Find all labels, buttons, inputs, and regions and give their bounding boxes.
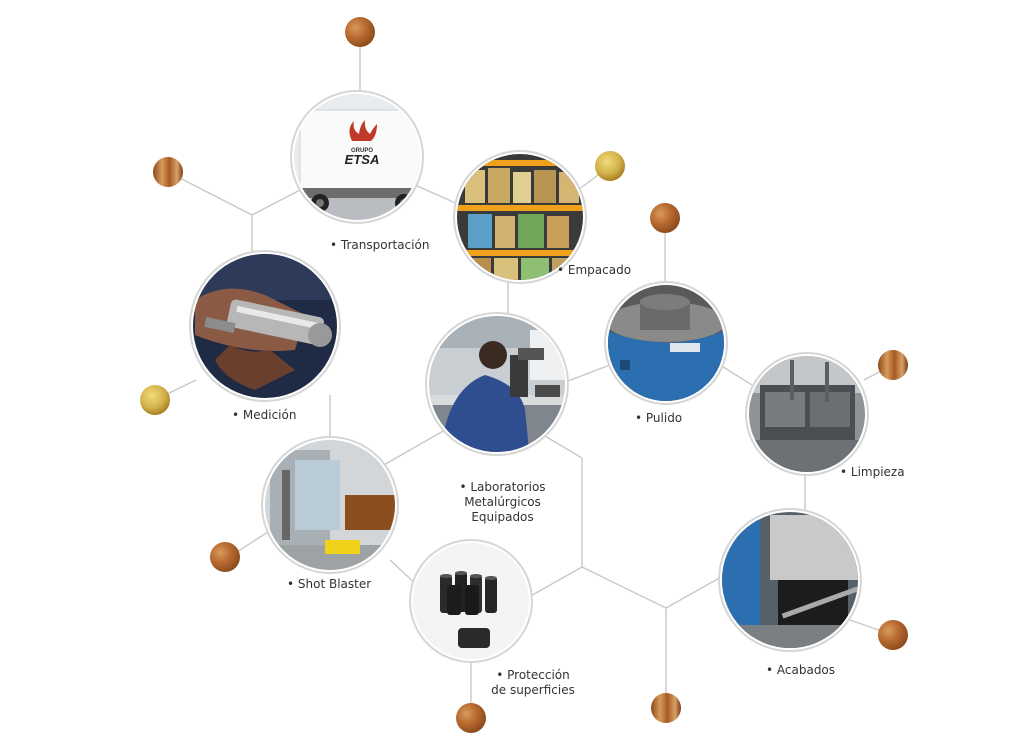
pulido-photo	[604, 281, 728, 405]
label-empacado: • Empacado	[557, 263, 632, 277]
label-medicion: • Medición	[232, 408, 297, 422]
endpoint-dot	[210, 542, 240, 572]
label-laboratorios-line2: Metalúrgicos	[464, 495, 541, 509]
truck-brand-small: GRUPO	[351, 148, 373, 154]
label-laboratorios-line3: Equipados	[471, 510, 534, 524]
label-shot-blaster: • Shot Blaster	[287, 577, 372, 591]
transportacion-photo: GRUPO ETSA	[290, 90, 424, 224]
acabados-photo	[718, 508, 862, 652]
medicion-photo	[189, 250, 341, 402]
empacado-photo	[453, 150, 587, 284]
shot-blaster-photo	[261, 436, 399, 574]
endpoint-dot	[651, 693, 681, 723]
label-proteccion: • Protección de superficies	[478, 668, 588, 698]
label-proteccion-line2: de superficies	[491, 683, 575, 697]
laboratorios-photo	[425, 312, 569, 456]
label-transportacion: • Transportación	[330, 238, 430, 252]
truck-brand: ETSA	[345, 152, 380, 167]
endpoint-dot	[650, 203, 680, 233]
label-pulido: • Pulido	[635, 411, 683, 425]
endpoint-dot	[456, 703, 486, 733]
label-laboratorios-line1: • Laboratorios	[459, 480, 546, 494]
endpoint-dot	[153, 157, 183, 187]
limpieza-photo	[745, 352, 869, 476]
endpoint-dot	[878, 350, 908, 380]
label-acabados: • Acabados	[766, 663, 836, 677]
label-limpieza: • Limpieza	[840, 465, 905, 479]
endpoint-dot	[140, 385, 170, 415]
label-laboratorios: • Laboratorios Metalúrgicos Equipados	[445, 480, 560, 525]
endpoint-dot	[878, 620, 908, 650]
endpoint-dots	[140, 17, 908, 733]
endpoint-dot	[345, 17, 375, 47]
proteccion-photo	[409, 539, 533, 663]
label-proteccion-line1: • Protección	[496, 668, 570, 682]
endpoint-dot	[595, 151, 625, 181]
